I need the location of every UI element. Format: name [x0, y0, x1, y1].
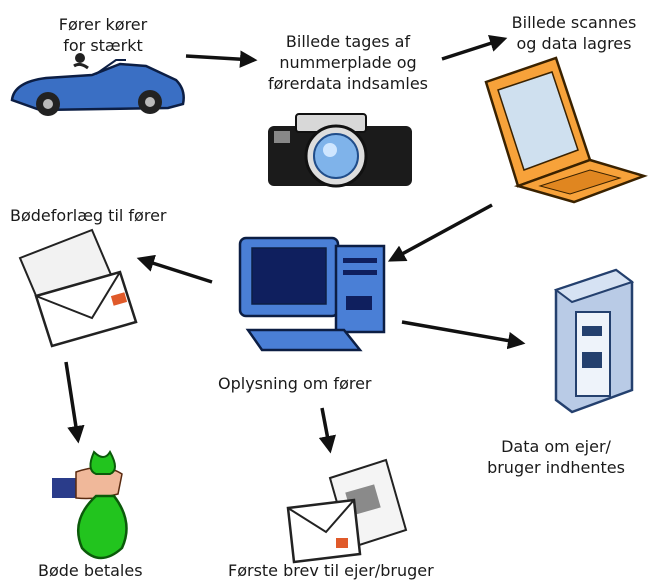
label-line: Oplysning om fører [218, 374, 372, 393]
camera-icon [268, 113, 412, 188]
label-line: og data lagres [516, 34, 632, 53]
server-tower-icon [553, 268, 635, 414]
label-first-letter: Første brev til ejer/bruger [228, 560, 434, 581]
arrow-computer-to-tower [401, 320, 526, 350]
label-line: Første brev til ejer/bruger [228, 561, 434, 580]
arrow-car-to-camera [185, 50, 258, 68]
label-line: Billede scannes [511, 13, 637, 32]
label-line: bruger indhentes [487, 458, 625, 477]
letter-envelope-icon [286, 458, 408, 564]
label-line: nummerplade og [279, 53, 417, 72]
label-line: Bødeforlæg til fører [10, 206, 167, 225]
label-fine-notice: Bødeforlæg til fører [10, 205, 166, 226]
label-line: Data om ejer/ [501, 437, 611, 456]
label-scan: Billede scannes og data lagres [506, 12, 642, 54]
flow-arrows [64, 34, 526, 454]
letter-envelope-icon [18, 228, 138, 348]
label-info: Oplysning om fører [218, 373, 372, 394]
car-icon [10, 53, 185, 116]
money-bag-icon [52, 450, 128, 560]
label-line: Fører kører [58, 15, 148, 34]
arrow-computer-to-notice [136, 254, 213, 284]
arrow-computer-to-letter [318, 407, 336, 454]
arrow-notice-to-moneybag [64, 361, 85, 444]
computer-icon [238, 236, 386, 352]
label-fine-paid: Bøde betales [38, 560, 143, 581]
label-line: førerdata indsamles [267, 74, 428, 93]
label-line: Bøde betales [38, 561, 143, 580]
label-line: for stærkt [63, 36, 143, 55]
label-car: Fører kører for stærkt [38, 14, 168, 56]
arrow-laptop-to-computer [387, 203, 493, 262]
label-camera: Billede tages af nummerplade og førerdat… [256, 31, 440, 94]
arrow-camera-to-scan [441, 34, 508, 61]
label-line: Billede tages af [285, 32, 411, 51]
label-owner-data: Data om ejer/ bruger indhentes [478, 436, 634, 478]
laptop-icon [484, 56, 648, 204]
